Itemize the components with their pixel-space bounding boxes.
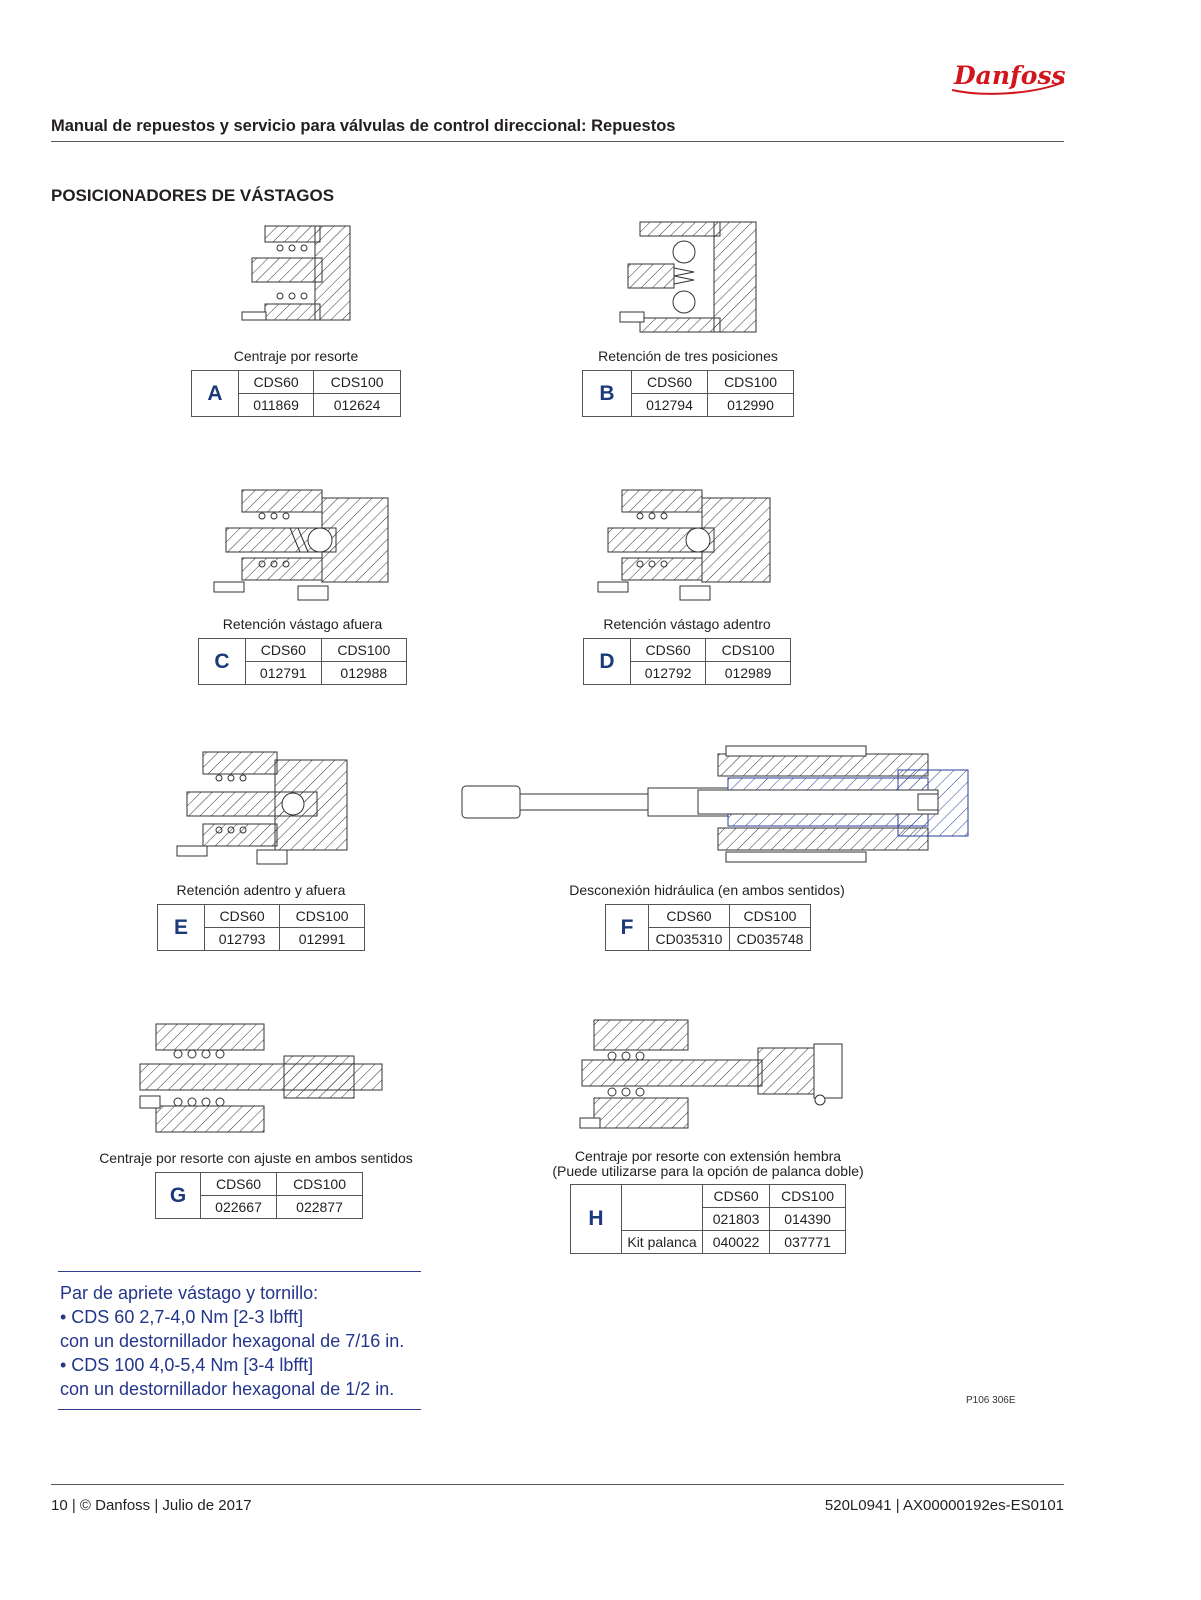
torque-line: Par de apriete vástago y tornillo: xyxy=(60,1283,319,1303)
part-number: 012991 xyxy=(279,927,365,951)
model-cds100: CDS100 xyxy=(707,370,794,394)
logo-text: Danfoss xyxy=(953,61,1066,90)
part-number: 012988 xyxy=(320,661,408,685)
drawing-d xyxy=(597,489,771,601)
part-number: 012791 xyxy=(245,661,322,685)
kit-number: 037771 xyxy=(769,1230,846,1254)
model-cds100: CDS100 xyxy=(705,638,791,662)
model-cds60: CDS60 xyxy=(630,370,709,394)
page-header-title: Manual de repuestos y servicio para válv… xyxy=(51,117,676,135)
kit-number: 040022 xyxy=(701,1230,771,1254)
caption-g: Centraje por resorte con ajuste en ambos… xyxy=(99,1150,413,1166)
caption-e: Retención adentro y afuera xyxy=(176,882,346,898)
drawing-e xyxy=(176,751,348,865)
drawing-c xyxy=(213,489,389,601)
torque-line: • CDS 100 4,0-5,4 Nm [3-4 lbfft] xyxy=(60,1355,314,1375)
drawing-h xyxy=(579,1019,843,1129)
model-cds60: CDS60 xyxy=(701,1184,771,1208)
part-number: CD035748 xyxy=(729,927,811,951)
footer-left: 10 | © Danfoss | Julio de 2017 xyxy=(51,1497,252,1514)
part-number: 012792 xyxy=(629,661,707,685)
caption-h: Centraje por resorte con extensión hembr… xyxy=(574,1148,842,1164)
model-cds100: CDS100 xyxy=(320,638,408,662)
part-number: CD035310 xyxy=(648,927,730,951)
model-cds100: CDS100 xyxy=(729,904,811,928)
part-number: 011869 xyxy=(237,393,315,417)
part-letter-d: D xyxy=(583,638,631,685)
part-number: 012793 xyxy=(203,927,281,951)
danfoss-logo: Danfoss xyxy=(951,61,1066,95)
drawing-f xyxy=(461,745,969,863)
part-number: 012794 xyxy=(630,393,709,417)
part-number: 012989 xyxy=(705,661,791,685)
model-cds60: CDS60 xyxy=(245,638,322,662)
model-cds60: CDS60 xyxy=(199,1172,278,1196)
part-number: 022877 xyxy=(276,1195,363,1219)
part-letter-a: A xyxy=(191,370,239,417)
caption-b: Retención de tres posiciones xyxy=(598,348,778,364)
section-title: POSICIONADORES DE VÁSTAGOS xyxy=(51,186,335,205)
kit-label: Kit palanca xyxy=(621,1230,703,1254)
caption-f: Desconexión hidráulica (en ambos sentido… xyxy=(569,882,845,898)
model-cds100: CDS100 xyxy=(279,904,365,928)
part-letter-c: C xyxy=(198,638,246,685)
model-cds60: CDS60 xyxy=(629,638,707,662)
part-number: 012624 xyxy=(313,393,401,417)
caption-c: Retención vástago afuera xyxy=(222,616,383,632)
model-cds100: CDS100 xyxy=(276,1172,363,1196)
figure-code: P106 306E xyxy=(966,1395,1016,1406)
drawing-g xyxy=(139,1023,383,1133)
torque-line: • CDS 60 2,7-4,0 Nm [2-3 lbfft] xyxy=(60,1307,304,1327)
footer-right: 520L0941 | AX00000192es-ES0101 xyxy=(824,1497,1064,1514)
torque-line: con un destornillador hexagonal de 1/2 i… xyxy=(60,1379,395,1399)
part-letter-b: B xyxy=(582,370,632,417)
part-number: 014390 xyxy=(769,1207,846,1231)
empty-cell xyxy=(621,1184,703,1231)
model-cds60: CDS60 xyxy=(237,370,315,394)
part-letter-h: H xyxy=(570,1184,622,1254)
caption-d: Retención vástago adentro xyxy=(603,616,771,632)
torque-note: Par de apriete vástago y tornillo: • CDS… xyxy=(58,1271,421,1410)
caption-h-note: (Puede utilizarse para la opción de pala… xyxy=(552,1163,864,1179)
caption-a: Centraje por resorte xyxy=(233,348,359,364)
model-cds100: CDS100 xyxy=(313,370,401,394)
part-letter-e: E xyxy=(157,904,205,951)
model-cds60: CDS60 xyxy=(648,904,730,928)
model-cds100: CDS100 xyxy=(769,1184,846,1208)
header-rule xyxy=(51,141,1064,142)
drawing-a xyxy=(241,225,351,321)
drawing-b xyxy=(619,221,757,333)
part-number: 022667 xyxy=(199,1195,278,1219)
part-letter-f: F xyxy=(605,904,649,951)
torque-line: con un destornillador hexagonal de 7/16 … xyxy=(60,1331,405,1351)
part-number: 021803 xyxy=(701,1207,771,1231)
footer-rule xyxy=(51,1484,1064,1485)
part-letter-g: G xyxy=(155,1172,201,1219)
part-number: 012990 xyxy=(707,393,794,417)
model-cds60: CDS60 xyxy=(203,904,281,928)
